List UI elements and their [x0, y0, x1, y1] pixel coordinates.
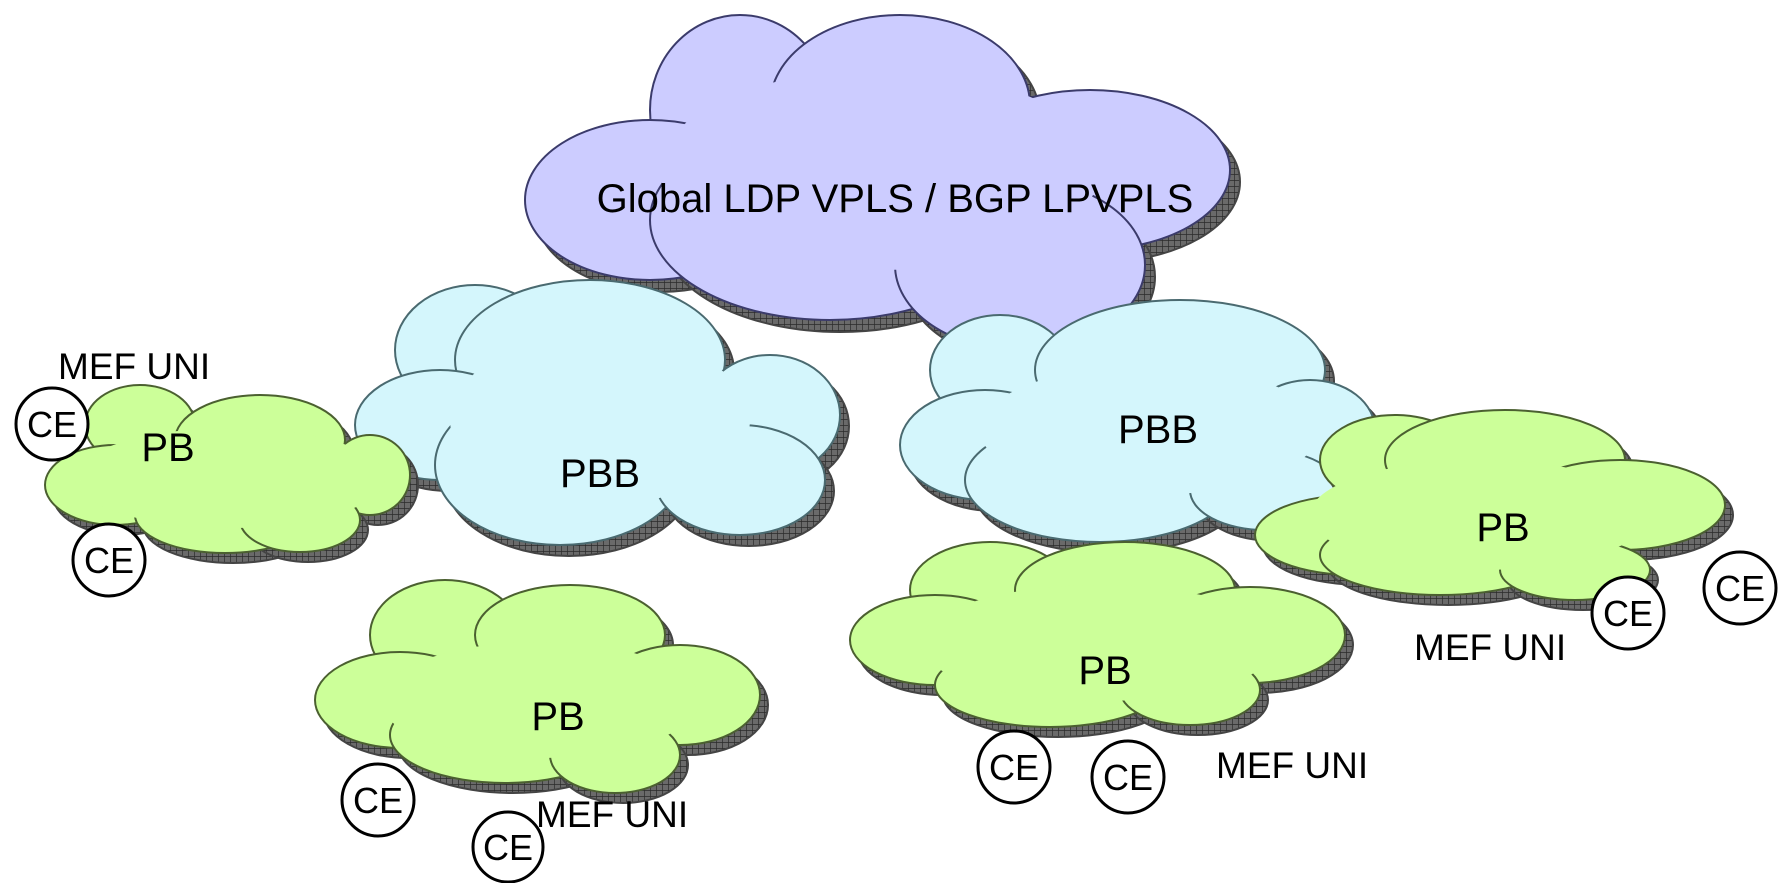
global-vpls-cloud — [524, 14, 1241, 363]
pb-left-label: PB — [141, 426, 194, 470]
global-cloud-label: Global LDP VPLS / BGP LPVPLS — [597, 177, 1194, 221]
ce-node-left-top: CE — [14, 386, 90, 462]
pbb-cloud-left — [354, 279, 850, 557]
pbb-right-label: PBB — [1118, 408, 1198, 452]
pb-bottom-left-label: PB — [531, 695, 584, 739]
mef-uni-label-bottom-left: MEF UNI — [536, 794, 688, 835]
ce-node-right-1: CE — [1590, 575, 1666, 651]
pb-right-label: PB — [1476, 506, 1529, 550]
pb-cloud-bottom-center — [849, 541, 1354, 738]
mef-uni-label-right: MEF UNI — [1414, 627, 1566, 668]
svg-text:CE: CE — [353, 780, 403, 821]
svg-text:CE: CE — [483, 827, 533, 868]
svg-text:CE: CE — [1103, 757, 1153, 798]
mef-uni-label-bottom-center: MEF UNI — [1216, 745, 1368, 786]
pbb-left-label: PBB — [560, 452, 640, 496]
ce-node-bottom-center-1: CE — [976, 729, 1052, 805]
ce-node-bottom-center-2: CE — [1090, 739, 1166, 815]
pbb-cloud-right — [899, 299, 1385, 554]
ce-node-bottom-left-2: CE — [471, 810, 545, 883]
ce-node-left-bottom: CE — [71, 522, 147, 598]
svg-text:CE: CE — [27, 404, 77, 445]
ce-node-bottom-left-1: CE — [340, 762, 416, 838]
svg-text:CE: CE — [1715, 568, 1765, 609]
ce-node-right-2: CE — [1702, 550, 1778, 626]
svg-text:CE: CE — [84, 540, 134, 581]
svg-text:CE: CE — [1603, 593, 1653, 634]
pb-cloud-left — [44, 384, 419, 564]
pb-bottom-center-label: PB — [1078, 649, 1131, 693]
svg-text:CE: CE — [989, 747, 1039, 788]
pb-cloud-bottom-left — [314, 579, 769, 804]
mef-uni-label-top-left: MEF UNI — [58, 346, 210, 387]
